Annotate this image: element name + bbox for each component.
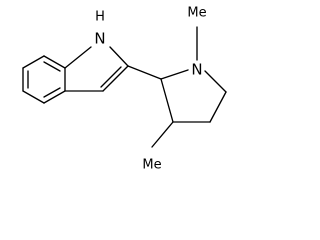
bond-pyrrole-2 [109,46,129,67]
bond-benzene-2 [22,90,45,104]
bond-pyrrolidine-1 [160,69,189,80]
bond-pyrrole-inner [100,66,122,88]
bond-pyrrolidine-3 [209,91,227,123]
structural-formula-diagram: H N N Me Me [22,5,227,173]
bond-pyrrolidine-5 [160,78,174,123]
bond-benzene-5 [43,55,66,69]
n-methyl-label: Me [187,6,206,21]
bond-benzene-6 [22,55,45,69]
pyrrolidine-n-label: N [191,61,202,79]
bond-benzene-inner-2 [43,87,61,98]
bond-link-1 [127,65,162,80]
bond-pyrrole-1 [64,46,92,69]
bond-c-methyl [151,121,174,148]
c-methyl-label: Me [142,158,161,173]
bond-benzene-inner-3 [43,61,61,72]
bond-pyrrolidine-2 [204,70,227,93]
indole-nh-h: H [95,10,105,25]
indole-n-label: N [94,30,105,48]
bond-benzene-3 [43,90,66,104]
bond-pyrrole-3 [102,65,129,92]
